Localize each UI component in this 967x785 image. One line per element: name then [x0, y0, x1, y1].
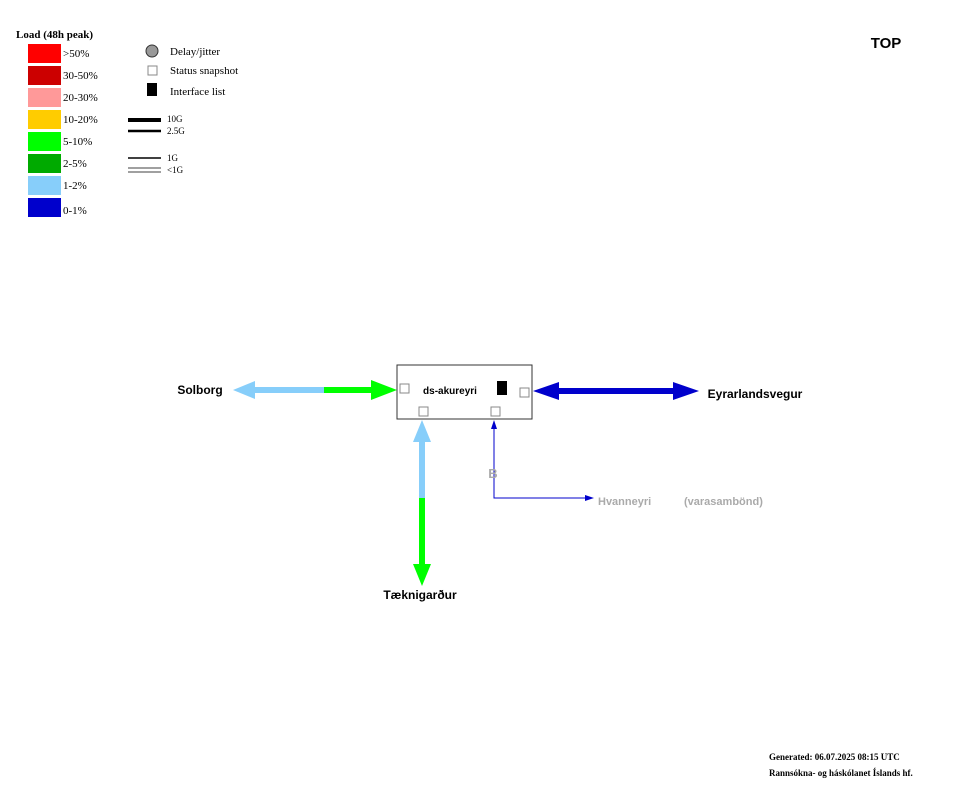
- legend-swatch-0-1: [28, 198, 61, 217]
- delay-jitter-label: Delay/jitter: [170, 46, 220, 58]
- link-taeknigardur-arrow-north: [413, 420, 431, 442]
- delay-jitter-icon: [145, 44, 159, 58]
- legend-swatch-30-50: [28, 66, 61, 85]
- node-solborg-label[interactable]: Solborg: [177, 383, 222, 397]
- legend-swatch-5-10: [28, 132, 61, 151]
- link-solborg-arrow-west: [233, 381, 255, 399]
- link-hvanneyri-arrow-east: [585, 495, 594, 501]
- symbol-legend: Delay/jitter Status snapshot Interface l…: [145, 44, 238, 98]
- legend-label-10-20: 10-20%: [63, 114, 98, 126]
- snapshot-icon-east[interactable]: [519, 387, 530, 398]
- snapshot-icon-south[interactable]: [418, 406, 429, 417]
- backup-note-label: (varasambönd): [684, 496, 763, 508]
- node-ds-akureyri[interactable]: ds-akureyri: [396, 364, 533, 420]
- status-snapshot-icon: [147, 65, 158, 76]
- interface-list-icon: [147, 83, 157, 96]
- snapshot-icon-west[interactable]: [399, 383, 410, 394]
- speed-legend: 10G 2.5G 1G <1G: [128, 114, 185, 175]
- link-hvanneyri-backup[interactable]: B: [488, 420, 594, 501]
- interface-list-label: Interface list: [170, 86, 225, 98]
- legend-swatch-10-20: [28, 110, 61, 129]
- node-hvanneyri-label[interactable]: Hvanneyri: [598, 496, 651, 508]
- node-ds-akureyri-label[interactable]: ds-akureyri: [423, 386, 477, 397]
- link-taeknigardur-arrow-south: [413, 564, 431, 586]
- legend-title: Load (48h peak): [16, 29, 93, 41]
- interface-list-icon-node[interactable]: [497, 381, 507, 395]
- node-taeknigardur-label[interactable]: Tæknigarður: [383, 588, 457, 602]
- load-legend: Load (48h peak) >50% 30-50% 20-30% 10-20…: [16, 29, 98, 217]
- speed-10g-label: 10G: [167, 114, 183, 124]
- legend-label-0-1: 0-1%: [63, 205, 87, 217]
- link-solborg[interactable]: [233, 380, 397, 400]
- link-solborg-arrow-east: [371, 380, 397, 400]
- legend-label-5-10: 5-10%: [63, 136, 92, 148]
- legend-label-20-30: 20-30%: [63, 92, 98, 104]
- status-snapshot-label: Status snapshot: [170, 65, 238, 77]
- legend-swatch-2-5: [28, 154, 61, 173]
- backup-marker: B: [488, 466, 497, 481]
- link-hvanneyri-line[interactable]: [493, 428, 586, 499]
- link-eyrarlandsvegur-arrow-east: [673, 382, 699, 400]
- link-eyrarlandsvegur-arrow-west: [533, 382, 559, 400]
- speed-lt1g-label: <1G: [167, 165, 184, 175]
- link-hvanneyri-arrow-north: [491, 420, 497, 429]
- organization-label: Rannsókna- og háskólanet Íslands hf.: [769, 768, 913, 778]
- speed-2-5g-label: 2.5G: [167, 126, 185, 136]
- node-ds-akureyri-box[interactable]: [396, 364, 533, 420]
- top-label[interactable]: TOP: [871, 35, 902, 52]
- legend-swatch-gt50: [28, 44, 61, 63]
- legend-swatch-20-30: [28, 88, 61, 107]
- legend-label-30-50: 30-50%: [63, 70, 98, 82]
- node-eyrarlandsvegur-label[interactable]: Eyrarlandsvegur: [708, 387, 803, 401]
- legend-label-gt50: >50%: [63, 48, 89, 60]
- legend-label-2-5: 2-5%: [63, 158, 87, 170]
- generated-timestamp: Generated: 06.07.2025 08:15 UTC: [769, 752, 900, 762]
- link-eyrarlandsvegur[interactable]: [533, 382, 699, 400]
- snapshot-icon-backup[interactable]: [490, 406, 501, 417]
- speed-1g-label: 1G: [167, 153, 179, 163]
- legend-label-1-2: 1-2%: [63, 180, 87, 192]
- link-taeknigardur[interactable]: [413, 420, 431, 586]
- legend-swatch-1-2: [28, 176, 61, 195]
